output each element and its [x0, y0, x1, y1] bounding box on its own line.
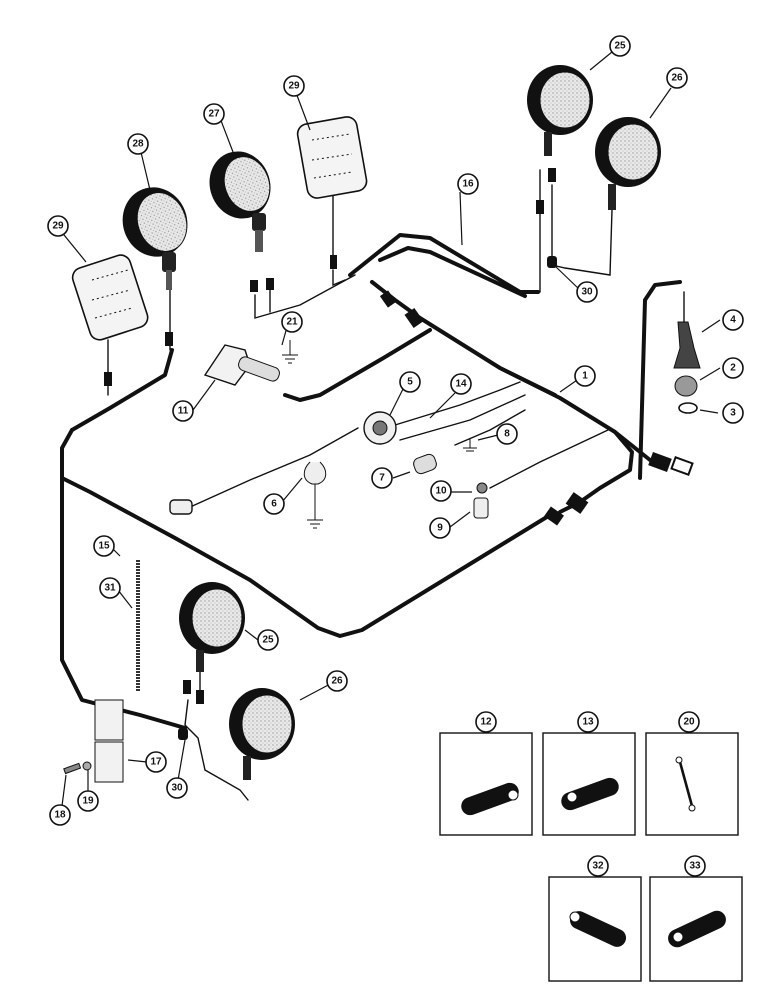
svg-text:7: 7: [379, 473, 385, 484]
callout-31: 31: [99, 577, 121, 599]
svg-text:5: 5: [407, 377, 413, 388]
callout-16: 16: [457, 173, 479, 195]
lamp-25-bottom: [179, 582, 245, 672]
connectors: [104, 168, 694, 740]
callout-7: 7: [371, 467, 393, 489]
gauge-5: [363, 411, 397, 445]
svg-text:25: 25: [262, 635, 274, 646]
panel-12: [439, 732, 533, 836]
lamp-28: [122, 187, 188, 290]
callout-29-left: 29: [47, 215, 69, 237]
callout-8: 8: [496, 423, 518, 445]
svg-text:26: 26: [671, 73, 683, 84]
switch-11: [203, 344, 280, 386]
callout-26-bottom: 26: [326, 670, 348, 692]
callout-4: 4: [722, 309, 744, 331]
lamp-26-top: [595, 117, 661, 210]
panel-20: [645, 732, 739, 836]
callout-12: 12: [475, 711, 497, 733]
lamp-29-left: [71, 254, 149, 341]
callout-11: 11: [172, 400, 194, 422]
callout-3: 3: [722, 402, 744, 424]
bulb-2: [674, 375, 698, 397]
washer-3: [678, 402, 698, 414]
svg-text:31: 31: [104, 583, 116, 594]
ground-terminal-6: [303, 461, 327, 529]
ground-symbol-8: [463, 438, 477, 452]
bracket-17: [94, 699, 124, 783]
callout-20: 20: [678, 711, 700, 733]
callout-10: 10: [430, 480, 452, 502]
svg-text:12: 12: [480, 717, 492, 728]
sender-7: [413, 453, 437, 475]
svg-text:6: 6: [271, 499, 277, 510]
svg-text:16: 16: [462, 179, 474, 190]
panel-13: [542, 732, 636, 836]
callout-25-bottom: 25: [257, 629, 279, 651]
svg-text:14: 14: [455, 379, 467, 390]
panel-32: [548, 876, 642, 982]
svg-text:20: 20: [683, 717, 695, 728]
callout-1: 1: [574, 365, 596, 387]
callout-19: 19: [77, 790, 99, 812]
callout-15: 15: [93, 535, 115, 557]
callout-30-bottom: 30: [166, 777, 188, 799]
svg-text:2: 2: [730, 363, 736, 374]
switch-9: [473, 497, 489, 519]
svg-text:28: 28: [132, 139, 144, 150]
callout-14: 14: [450, 373, 472, 395]
svg-text:11: 11: [178, 406, 189, 417]
svg-text:30: 30: [581, 287, 593, 298]
callout-26-top: 26: [666, 67, 688, 89]
callout-25-top: 25: [609, 35, 631, 57]
svg-text:1: 1: [582, 371, 588, 382]
callout-13: 13: [577, 711, 599, 733]
svg-text:8: 8: [504, 429, 510, 440]
svg-text:4: 4: [730, 315, 736, 326]
svg-text:10: 10: [435, 486, 447, 497]
plug-end: [169, 499, 193, 515]
callout-29-top: 29: [283, 75, 305, 97]
sensor-10: [476, 482, 488, 494]
svg-text:25: 25: [614, 41, 626, 52]
bolt-18: [63, 762, 82, 775]
lamp-27: [209, 151, 271, 252]
svg-text:17: 17: [150, 757, 162, 768]
svg-text:3: 3: [730, 408, 736, 419]
callout-18: 18: [49, 804, 71, 826]
callout-17: 17: [145, 751, 167, 773]
svg-text:13: 13: [582, 717, 594, 728]
callout-28: 28: [127, 133, 149, 155]
svg-text:9: 9: [437, 523, 443, 534]
svg-text:30: 30: [171, 783, 183, 794]
svg-text:29: 29: [288, 81, 300, 92]
svg-text:21: 21: [286, 317, 298, 328]
callout-33: 33: [684, 855, 706, 877]
lamp-29-top: [296, 116, 368, 256]
svg-text:32: 32: [592, 861, 604, 872]
svg-text:33: 33: [689, 861, 701, 872]
callout-32: 32: [587, 855, 609, 877]
callout-6: 6: [263, 493, 285, 515]
ground-symbol-21: [282, 340, 298, 364]
callout-2: 2: [722, 357, 744, 379]
callout-21: 21: [281, 311, 303, 333]
lamp-25-top: [527, 65, 593, 156]
nut-19: [82, 761, 92, 771]
svg-text:26: 26: [331, 676, 343, 687]
callout-30-top: 30: [576, 281, 598, 303]
svg-text:29: 29: [52, 221, 64, 232]
callout-27: 27: [203, 103, 225, 125]
lamp-26-bottom: [229, 688, 295, 780]
svg-text:15: 15: [98, 541, 110, 552]
main-harness: [60, 233, 682, 730]
svg-text:27: 27: [208, 109, 220, 120]
panel-33: [649, 876, 743, 982]
callout-5: 5: [399, 371, 421, 393]
svg-text:18: 18: [54, 810, 66, 821]
connector-4: [673, 291, 701, 369]
svg-text:19: 19: [82, 796, 94, 807]
callout-9: 9: [429, 517, 451, 539]
